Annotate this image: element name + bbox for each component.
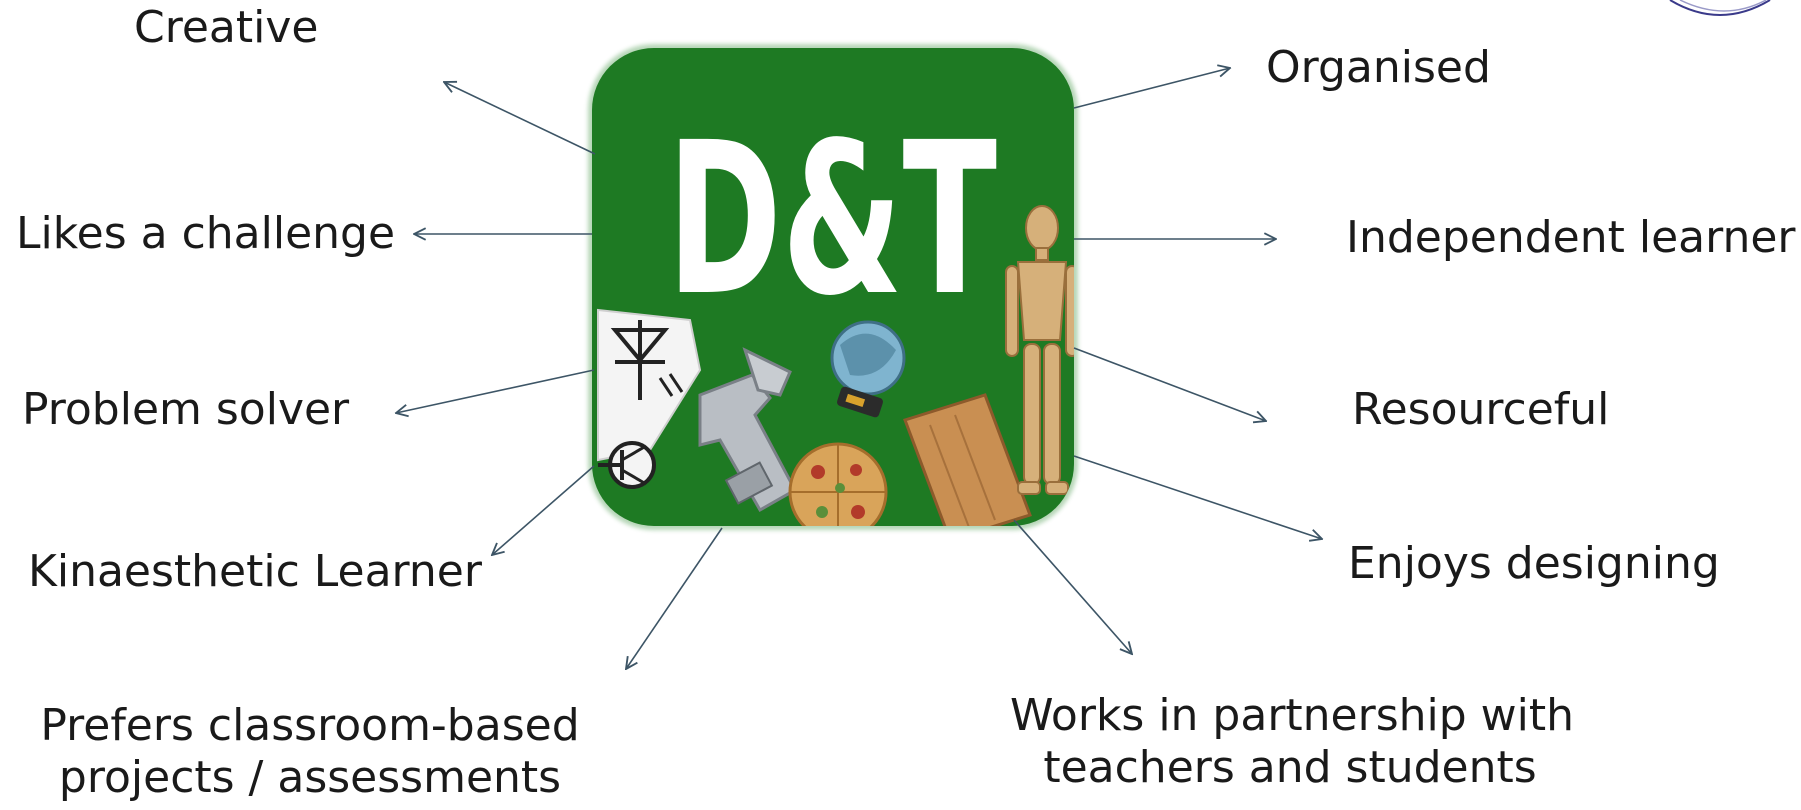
- arrow-kinaesthetic-learner: [492, 465, 595, 555]
- wrench-icon: [698, 347, 798, 513]
- globe-ornament-icon: [830, 320, 906, 418]
- arrow-resourceful: [1073, 347, 1266, 421]
- trait-problem-solver: Problem solver: [22, 384, 350, 435]
- trait-creative: Creative: [134, 2, 319, 53]
- arrow-organised: [1073, 68, 1230, 109]
- corner-decoration: [1669, 0, 1771, 16]
- trait-works-in-partnership: Works in partnership with teachers and s…: [1010, 690, 1575, 794]
- trait-works-in-partnership-line2: teachers and students: [1043, 742, 1537, 793]
- arrow-enjoys-designing: [1073, 455, 1322, 539]
- arrow-prefers-classroom: [626, 527, 723, 669]
- wooden-mannequin-icon: [1005, 205, 1074, 495]
- dt-logo-title: D&T: [667, 97, 997, 342]
- trait-prefers-classroom-line2: projects / assessments: [58, 752, 562, 803]
- trait-organised: Organised: [1266, 42, 1491, 93]
- trait-enjoys-designing: Enjoys designing: [1348, 538, 1720, 589]
- connector-arrows: [396, 68, 1322, 669]
- wooden-board-icon: [903, 393, 1032, 526]
- arrow-works-in-partnership: [1013, 519, 1132, 654]
- dt-logo: D&T: [588, 44, 1078, 530]
- circuit-symbol-icon: [597, 308, 702, 489]
- trait-kinaesthetic-learner: Kinaesthetic Learner: [28, 546, 482, 597]
- pizza-icon: [788, 442, 888, 526]
- trait-prefers-classroom-line1: Prefers classroom-based: [40, 700, 580, 751]
- trait-works-in-partnership-line1: Works in partnership with: [1010, 690, 1575, 741]
- trait-resourceful: Resourceful: [1352, 384, 1610, 435]
- trait-independent-learner: Independent learner: [1346, 212, 1796, 263]
- arrow-creative: [444, 82, 596, 155]
- arrow-problem-solver: [396, 369, 595, 413]
- trait-likes-challenge: Likes a challenge: [16, 208, 396, 259]
- trait-prefers-classroom: Prefers classroom-based projects / asses…: [40, 700, 580, 804]
